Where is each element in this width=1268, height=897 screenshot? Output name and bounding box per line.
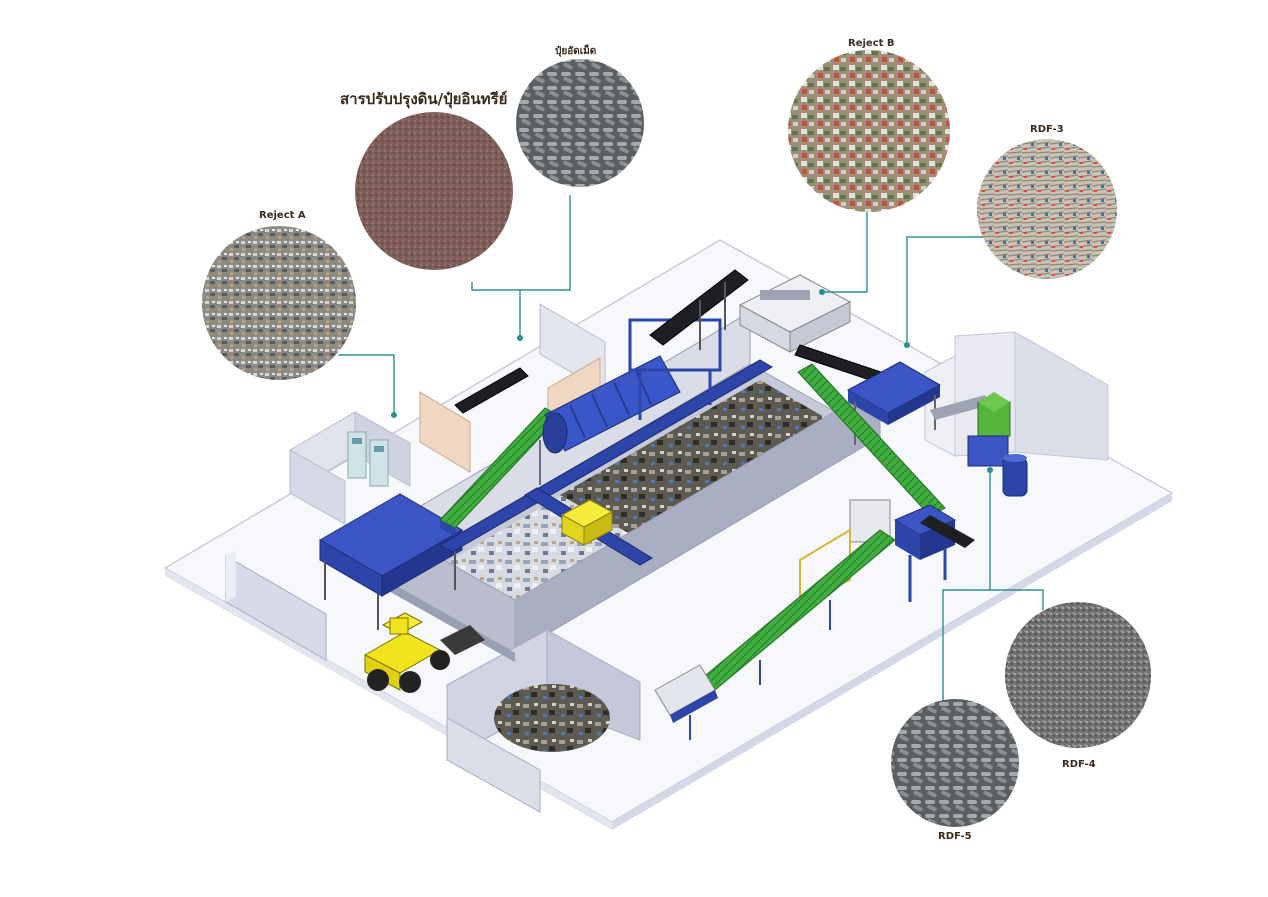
- conveyor-bottom: [654, 529, 896, 740]
- sample-soil: [355, 112, 513, 270]
- label-rdf3: RDF-3: [1030, 124, 1064, 135]
- right-room: [924, 331, 1109, 461]
- label-pellet-fertilizer: ปุ๋ยอัดเม็ด: [555, 46, 597, 57]
- line-rdf45: [989, 470, 1044, 610]
- sample-rdf4: [1005, 602, 1151, 748]
- pit-front-wall: [385, 580, 515, 662]
- shuttle-unit: [560, 499, 614, 546]
- label-soil: สารปรับปรุงดิน/ปุ๋ยอินทรีย์: [340, 90, 508, 108]
- label-rdf4: RDF-4: [1062, 759, 1096, 770]
- control-cabinets: [347, 431, 389, 487]
- rdf-hopper: [846, 361, 942, 445]
- line-reject-a: [338, 354, 395, 415]
- sample-reject-b: [788, 50, 950, 212]
- line-pellet-fertilizer: [520, 195, 571, 291]
- callout-dots: [391, 289, 993, 473]
- line-rdf3: [906, 236, 984, 345]
- pelletizer: [930, 392, 1028, 497]
- wheel-loader: [363, 612, 485, 693]
- conveyor-black-top: [454, 269, 749, 414]
- label-rdf5: RDF-5: [938, 831, 972, 842]
- conveyor-right: [797, 363, 946, 517]
- line-soil: [471, 282, 521, 338]
- sample-reject-a: [200, 224, 358, 382]
- sample-rdf3: [977, 139, 1117, 279]
- label-reject-a: Reject A: [259, 210, 306, 221]
- sample-pellet-fertilizer: [516, 59, 644, 187]
- sample-rdf5: [891, 699, 1019, 827]
- front-compartment: [446, 629, 641, 813]
- trommel-drum: [539, 318, 722, 485]
- line-rdf5: [942, 589, 990, 705]
- shredder-unit: [799, 499, 975, 602]
- front-wall-left: [225, 550, 327, 661]
- label-reject-b: Reject B: [848, 38, 895, 49]
- line-reject-b: [822, 210, 868, 293]
- callout-lines: [338, 195, 1044, 705]
